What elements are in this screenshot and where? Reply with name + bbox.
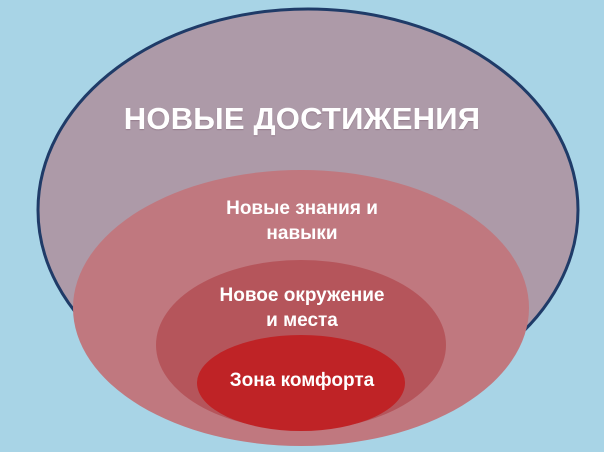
label-new-knowledge: Новые знания и навыки	[226, 196, 378, 246]
label-line: Зона комфорта	[229, 370, 375, 391]
label-line: и места	[266, 310, 338, 331]
label-line: Новые знания и	[226, 198, 378, 219]
ellipse-comfort-zone	[197, 335, 405, 431]
label-line: Новое окружение	[219, 285, 385, 306]
label-line: НОВЫЕ ДОСТИЖЕНИЯ	[123, 101, 481, 136]
label-line: навыки	[266, 223, 338, 244]
label-new-environment: Новое окружение и места	[220, 283, 385, 333]
label-comfort-zone: Зона комфорта	[230, 370, 374, 392]
label-new-achievements: НОВЫЕ ДОСТИЖЕНИЯ	[124, 101, 480, 137]
